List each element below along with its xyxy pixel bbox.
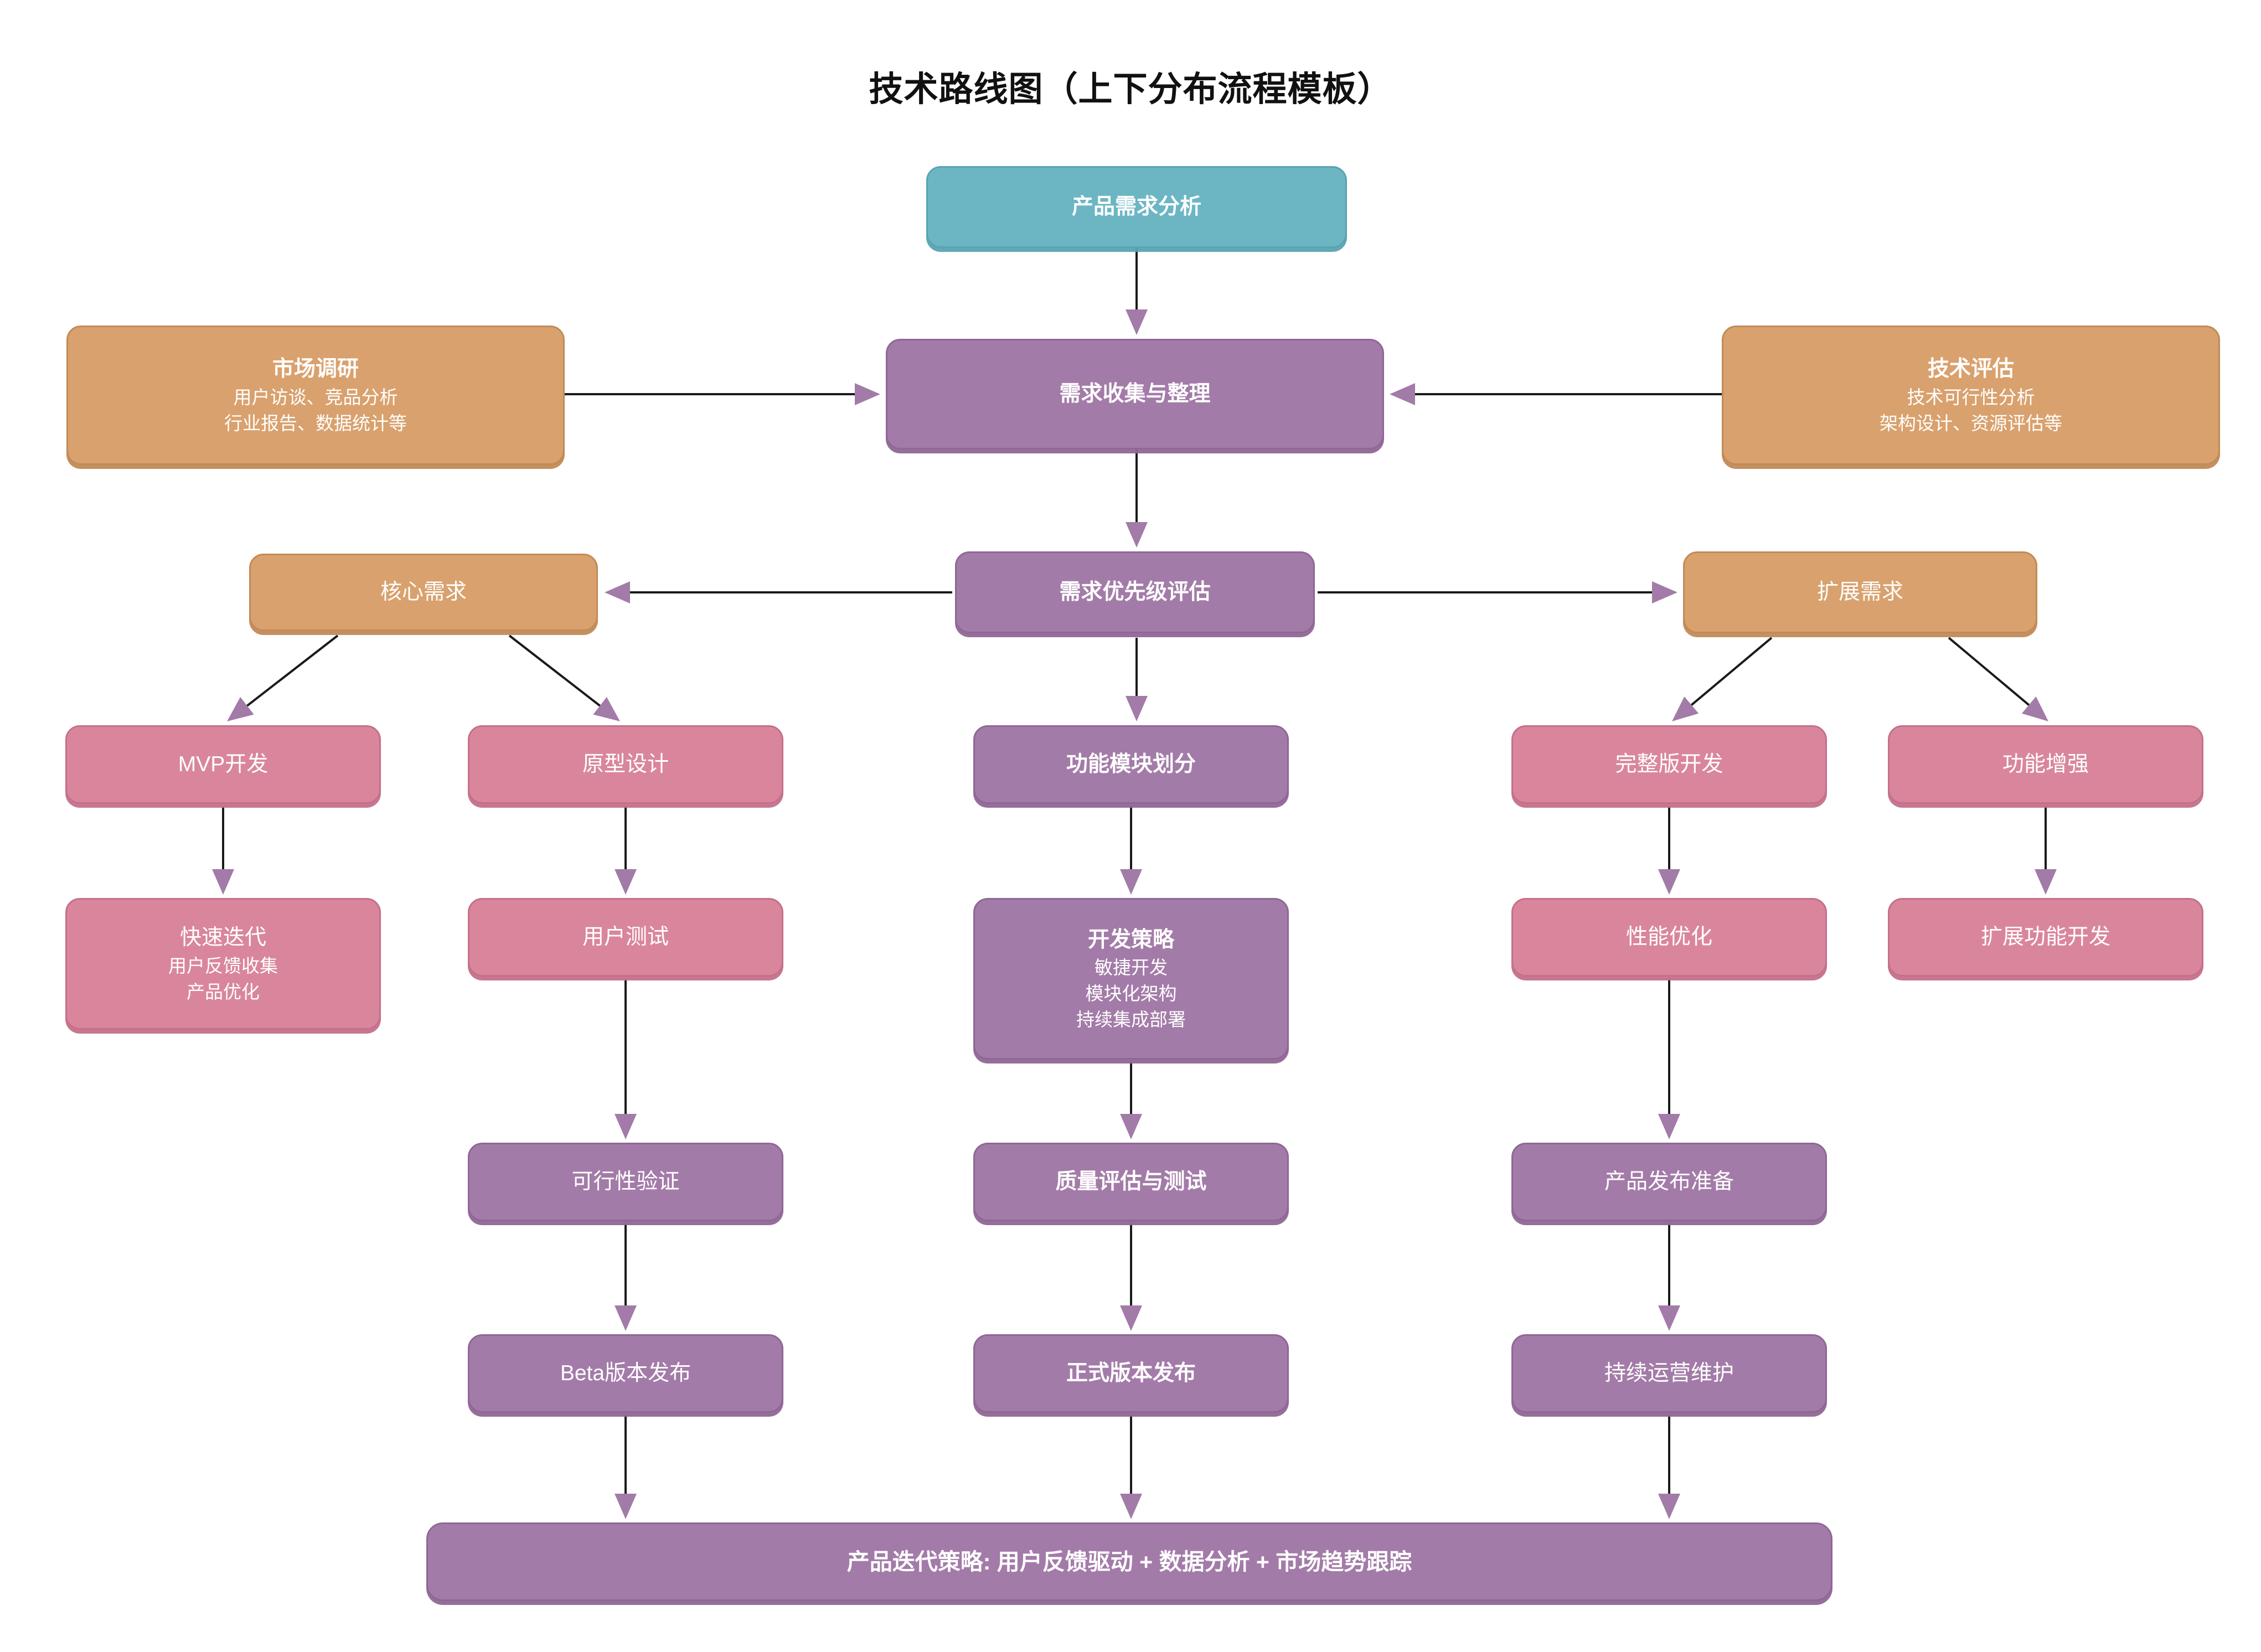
- node-title: 市场调研: [272, 357, 359, 381]
- node-title: 可行性验证: [571, 1170, 680, 1194]
- node-title: 扩展需求: [1816, 580, 1903, 605]
- node-market-research[interactable]: 市场调研用户访谈、竞品分析行业报告、数据统计等: [66, 326, 565, 465]
- node-technology-evaluation[interactable]: 技术评估技术可行性分析架构设计、资源评估等: [1722, 326, 2220, 465]
- node-product-iteration-strategy[interactable]: 产品迭代策略: 用户反馈驱动 + 数据分析 + 市场趋势跟踪: [426, 1522, 1832, 1601]
- edge-e-official-to-strategy: [1120, 1415, 1142, 1519]
- node-performance-optimization[interactable]: 性能优化: [1511, 898, 1827, 977]
- node-title: 用户测试: [582, 925, 669, 949]
- edge-e-core-to-prototype: [508, 634, 620, 721]
- node-subline: 用户反馈收集: [168, 955, 278, 976]
- node-title: 性能优化: [1625, 925, 1712, 949]
- edge-e-market-to-collection: [565, 383, 880, 405]
- node-subline: 架构设计、资源评估等: [1880, 412, 2062, 433]
- node-product-requirement-analysis[interactable]: 产品需求分析: [926, 166, 1347, 248]
- node-extended-function-development[interactable]: 扩展功能开发: [1888, 898, 2203, 977]
- node-continuous-operation-maintenance[interactable]: 持续运营维护: [1511, 1334, 1827, 1413]
- edge-e-priority-to-core: [605, 581, 952, 603]
- node-title: 完整版开发: [1615, 752, 1723, 777]
- node-core-requirement[interactable]: 核心需求: [249, 554, 598, 631]
- edge-e-operation-to-strategy: [1658, 1415, 1680, 1519]
- node-title: 功能增强: [2002, 752, 2089, 777]
- node-title: 产品发布准备: [1604, 1170, 1734, 1194]
- node-quality-evaluation-testing[interactable]: 质量评估与测试: [973, 1143, 1289, 1221]
- node-requirement-collection[interactable]: 需求收集与整理: [886, 339, 1384, 450]
- edge-e-tech-to-collection: [1390, 383, 1722, 405]
- edge-e-full-to-performance: [1658, 806, 1680, 895]
- node-title: 扩展功能开发: [1980, 925, 2110, 949]
- edge-e-extended-to-enhancement: [1948, 637, 2048, 721]
- edge-e-priority-to-extended: [1318, 581, 1677, 603]
- node-product-release-preparation[interactable]: 产品发布准备: [1511, 1143, 1827, 1221]
- node-title: 产品需求分析: [1071, 195, 1201, 219]
- node-title: 原型设计: [582, 752, 669, 777]
- page-title: 技术路线图（上下分布流程模板）: [869, 70, 1392, 109]
- node-prototype-design[interactable]: 原型设计: [468, 725, 783, 804]
- node-full-version-development[interactable]: 完整版开发: [1511, 725, 1827, 804]
- node-title: 需求优先级评估: [1059, 580, 1211, 605]
- node-mvp-development[interactable]: MVP开发: [65, 725, 381, 804]
- edge-e-beta-to-strategy: [615, 1415, 637, 1519]
- node-subline: 行业报告、数据统计等: [224, 412, 407, 433]
- edge-e-analysis-to-collection: [1126, 248, 1148, 335]
- node-requirement-priority-evaluation[interactable]: 需求优先级评估: [955, 551, 1315, 633]
- node-title: 核心需求: [380, 580, 467, 605]
- node-subline: 模块化架构: [1085, 983, 1177, 1004]
- node-development-strategy[interactable]: 开发策略敏捷开发模块化架构持续集成部署: [973, 898, 1289, 1060]
- edge-e-releaseprep-to-operation: [1658, 1223, 1680, 1331]
- node-title: 持续运营维护: [1604, 1361, 1734, 1386]
- node-rapid-iteration[interactable]: 快速迭代用户反馈收集产品优化: [65, 898, 381, 1030]
- node-subline: 用户访谈、竞品分析: [233, 386, 398, 407]
- node-title: Beta版本发布: [560, 1361, 691, 1386]
- edge-e-feasibility-to-beta: [615, 1223, 637, 1331]
- node-title: MVP开发: [178, 752, 269, 777]
- node-title: 技术评估: [1927, 357, 2014, 381]
- node-user-testing[interactable]: 用户测试: [468, 898, 783, 977]
- edge-e-quality-to-official: [1120, 1223, 1142, 1331]
- node-extended-requirement[interactable]: 扩展需求: [1683, 551, 2037, 633]
- node-subline: 技术可行性分析: [1907, 386, 2035, 407]
- node-title: 质量评估与测试: [1055, 1170, 1207, 1194]
- node-title: 开发策略: [1087, 928, 1174, 952]
- edge-e-prototype-to-usertest: [615, 806, 637, 895]
- node-subline: 持续集成部署: [1076, 1009, 1186, 1030]
- node-title: 快速迭代: [179, 926, 266, 950]
- edge-e-usertest-to-feasibility: [615, 979, 637, 1139]
- node-title: 功能模块划分: [1066, 752, 1196, 777]
- edge-e-module-to-devstrategy: [1120, 806, 1142, 895]
- edge-e-collection-to-priority: [1126, 450, 1148, 548]
- node-function-enhancement[interactable]: 功能增强: [1888, 725, 2203, 804]
- node-official-version-release[interactable]: 正式版本发布: [973, 1334, 1289, 1413]
- node-feasibility-verification[interactable]: 可行性验证: [468, 1143, 783, 1221]
- edge-e-mvp-to-iteration: [212, 806, 234, 895]
- edge-e-performance-to-release-prep: [1658, 979, 1680, 1139]
- node-beta-version-release[interactable]: Beta版本发布: [468, 1334, 783, 1413]
- node-function-module-division[interactable]: 功能模块划分: [973, 725, 1289, 804]
- edge-e-core-to-mvp: [227, 634, 339, 721]
- edge-e-devstrategy-to-quality: [1120, 1062, 1142, 1139]
- edge-e-priority-to-module: [1126, 638, 1148, 721]
- edge-e-enhancement-to-extdev: [2035, 806, 2057, 895]
- node-subline: 敏捷开发: [1095, 957, 1168, 978]
- node-subline: 产品优化: [187, 981, 260, 1002]
- node-title: 正式版本发布: [1066, 1361, 1196, 1386]
- node-title: 产品迭代策略: 用户反馈驱动 + 数据分析 + 市场趋势跟踪: [846, 1548, 1412, 1574]
- edge-e-extended-to-full: [1672, 637, 1773, 721]
- node-title: 需求收集与整理: [1059, 382, 1211, 406]
